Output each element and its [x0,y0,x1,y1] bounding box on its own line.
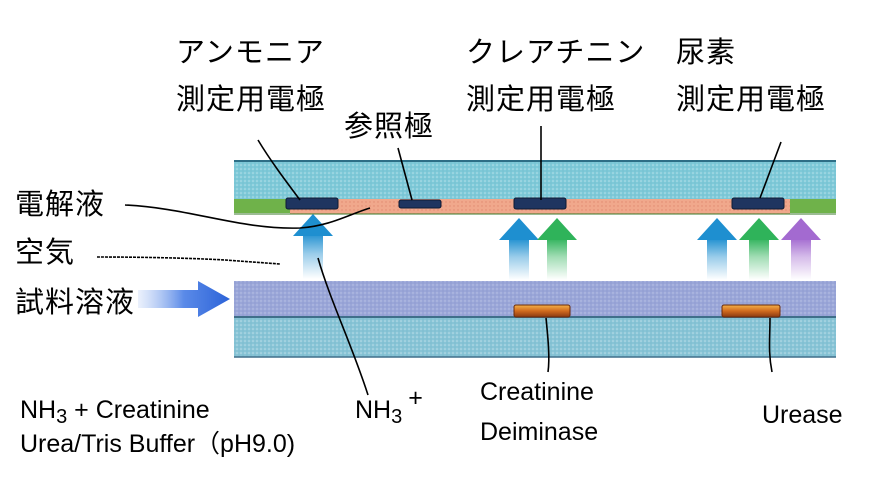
urea-blue-arrow [697,218,737,280]
creatinine-blue-arrow [499,218,539,280]
reaction-nh-subscript: 3 [56,406,68,428]
electrolyte-leader [124,204,371,229]
creatinine-electrode-label-line2: 測定用電極 [466,82,617,116]
leader-lines [96,126,782,396]
urease-label: Urease [762,401,843,429]
creatinine-electrode [513,197,567,210]
reaction-creatinine: + Creatinine [67,396,210,424]
urease-leader [768,317,773,373]
ammonium-nh: NH [355,396,392,424]
urea-electrode-label-line1: 尿素 [676,35,737,69]
reaction-line2: Urea/Tris Buffer（pH9.0) [20,430,296,458]
urea-green-arrow [739,218,779,280]
ammonium-ion-label: NH3+ [355,386,423,428]
electrodes [285,197,785,210]
creatinine-deiminase-pad [513,304,571,318]
urease-pad [721,304,781,318]
ammonium-subscript: 3 [391,406,403,428]
lower-layer [234,316,836,358]
reaction-nh: NH [20,396,57,424]
sample-solution-label: 試料溶液 [15,285,136,319]
sample-flow-arrow [138,281,230,317]
creatinine-green-arrow [537,218,577,280]
ammonia-electrode-leader [257,139,301,201]
urea-purple-arrow [781,218,821,280]
ammonia-electrode-label-line1: アンモニア [176,35,325,69]
ammonia-gas-arrow [293,214,333,279]
ammonia-electrode [285,197,339,210]
upper-layer [234,160,836,199]
electrolyte-label: 電解液 [15,187,106,221]
ammonia-electrode-label-line2: 測定用電極 [176,82,327,116]
urea-electrode [731,197,785,210]
ammonia-ion-leader [317,257,369,396]
creatinine-deiminase-leader [545,317,550,373]
air-label: 空気 [15,235,76,269]
air-leader [96,256,281,265]
diffusion-arrows [293,214,821,280]
urea-electrode-leader [759,141,782,199]
reference-electrode-leader [397,147,413,201]
reaction-line1: NH3 + Creatinine [20,396,210,428]
ammonium-charge: + [408,384,423,412]
creatinine-deiminase-label-line1: Creatinine [480,378,594,406]
reference-electrode-label: 参照極 [344,109,435,143]
enzyme-pads [513,304,781,318]
urea-electrode-label-line2: 測定用電極 [676,82,827,116]
creatinine-deiminase-label-line2: Deiminase [480,418,599,446]
creatinine-electrode-label-line1: クレアチニン [466,35,646,69]
reference-electrode [398,199,442,209]
